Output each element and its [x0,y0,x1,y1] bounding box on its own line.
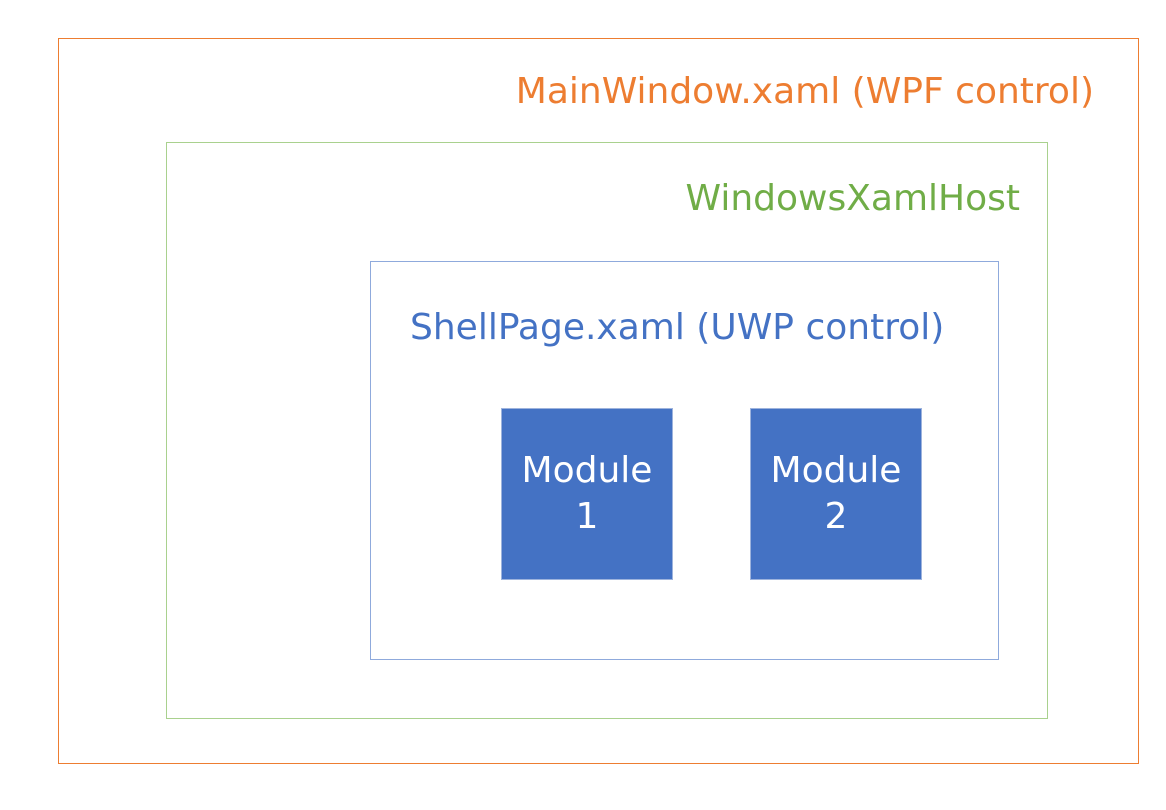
main-window-box [58,38,1139,764]
shell-page-box [370,261,999,660]
module-number: 2 [824,496,848,537]
module-2-box: Module 2 [750,408,922,580]
shell-page-label: ShellPage.xaml (UWP control) [410,307,945,348]
module-1-box: Module 1 [501,408,673,580]
module-label: Module [770,450,902,491]
module-number: 1 [575,496,599,537]
module-label: Module [521,450,653,491]
windows-xaml-host-box [166,142,1048,719]
main-window-label: MainWindow.xaml (WPF control) [515,71,1094,112]
windows-xaml-host-label: WindowsXamlHost [685,178,1020,219]
